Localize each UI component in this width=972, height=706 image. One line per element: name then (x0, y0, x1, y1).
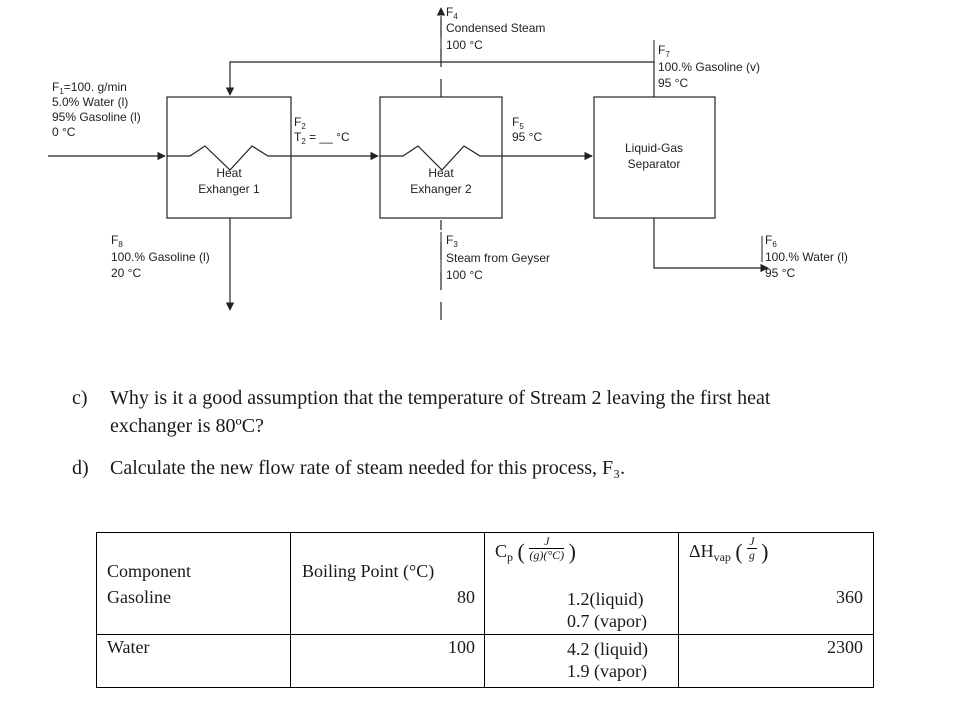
row-gasoline-component: Gasoline (107, 587, 171, 607)
f5-label: F5 (512, 115, 524, 131)
f1-temperature: 0 °C (52, 125, 76, 139)
table-divider (484, 533, 485, 687)
question-c-line1: Why is it a good assumption that the tem… (110, 387, 771, 409)
question-c-line2: exchanger is 80ºC? (110, 415, 264, 437)
separator-label-line2: Separator (628, 157, 681, 171)
f3-description: Steam from Geyser (446, 251, 550, 265)
header-cp: Cp ( J (g)(°C) ) (495, 534, 576, 564)
f8-temperature: 20 °C (111, 266, 141, 280)
f6-label: F6 (765, 233, 777, 249)
f7-temperature: 95 °C (658, 76, 688, 90)
process-flow-diagram: F1=100. g/min 5.0% Water (l) 95% Gasolin… (48, 5, 848, 320)
question-c-letter: c) (72, 387, 88, 409)
table-row-divider (97, 634, 873, 635)
stream-f6-line (653, 218, 769, 273)
f1-label: F1=100. g/min (52, 80, 127, 96)
row-water-cp-vapor: 1.9 (vapor) (567, 661, 647, 681)
question-c: c) Why is it a good assumption that the … (72, 386, 952, 438)
heat-exchanger-2 (379, 96, 503, 219)
f4-label: F4 (446, 5, 458, 21)
f8-composition: 100.% Gasoline (l) (111, 250, 210, 264)
f8-label: F8 (111, 233, 123, 249)
f3-label: F3 (446, 233, 458, 249)
header-boiling-point: Boiling Point (°C) (302, 561, 435, 581)
header-component: Component (107, 561, 191, 581)
row-water-dhvap: 2300 (827, 637, 863, 657)
f2-label: F2 (294, 115, 306, 131)
row-water-boiling-point: 100 (448, 637, 475, 657)
f2-temperature: T2 = __ °C (294, 130, 350, 146)
row-gasoline-cp-vapor: 0.7 (vapor) (567, 611, 647, 631)
heat-exchanger-1 (166, 96, 292, 219)
f7-label: F7 (658, 43, 670, 59)
f5-temperature: 95 °C (512, 130, 542, 144)
hx1-coil-symbol (167, 145, 291, 171)
f1-water-fraction: 5.0% Water (l) (52, 95, 128, 109)
hx2-label-line1: Heat (428, 166, 454, 180)
row-gasoline-boiling-point: 80 (457, 587, 475, 607)
table-divider (290, 533, 291, 687)
stream-f7-line (225, 61, 655, 97)
row-water-cp-liquid: 4.2 (liquid) (567, 639, 648, 659)
separator-label-line1: Liquid-Gas (625, 141, 683, 155)
row-gasoline-dhvap: 360 (836, 587, 863, 607)
f1-gasoline-fraction: 95% Gasoline (l) (52, 110, 141, 124)
f6-composition: 100.% Water (l) (765, 250, 848, 264)
f6-temperature: 95 °C (765, 266, 795, 280)
f4-description: Condensed Steam (446, 21, 545, 35)
hx2-label-line2: Exhanger 2 (410, 182, 472, 196)
row-water-component: Water (107, 637, 150, 657)
question-d: d) Calculate the new flow rate of steam … (72, 456, 952, 482)
f4-temperature: 100 °C (446, 38, 483, 52)
table-divider (678, 533, 679, 687)
hx2-coil-symbol (380, 145, 502, 171)
hx1-label-line1: Heat (216, 166, 242, 180)
question-d-letter: d) (72, 457, 89, 479)
row-gasoline-cp-liquid: 1.2(liquid) (567, 589, 644, 609)
f7-composition: 100.% Gasoline (v) (658, 60, 760, 74)
question-d-line1: Calculate the new flow rate of steam nee… (110, 457, 626, 479)
properties-table: Component Boiling Point (°C) Cp ( J (g)(… (96, 532, 874, 688)
hx1-label-line2: Exhanger 1 (198, 182, 260, 196)
header-dhvap: ΔHvap ( J g ) (689, 534, 769, 564)
f3-temperature: 100 °C (446, 268, 483, 282)
